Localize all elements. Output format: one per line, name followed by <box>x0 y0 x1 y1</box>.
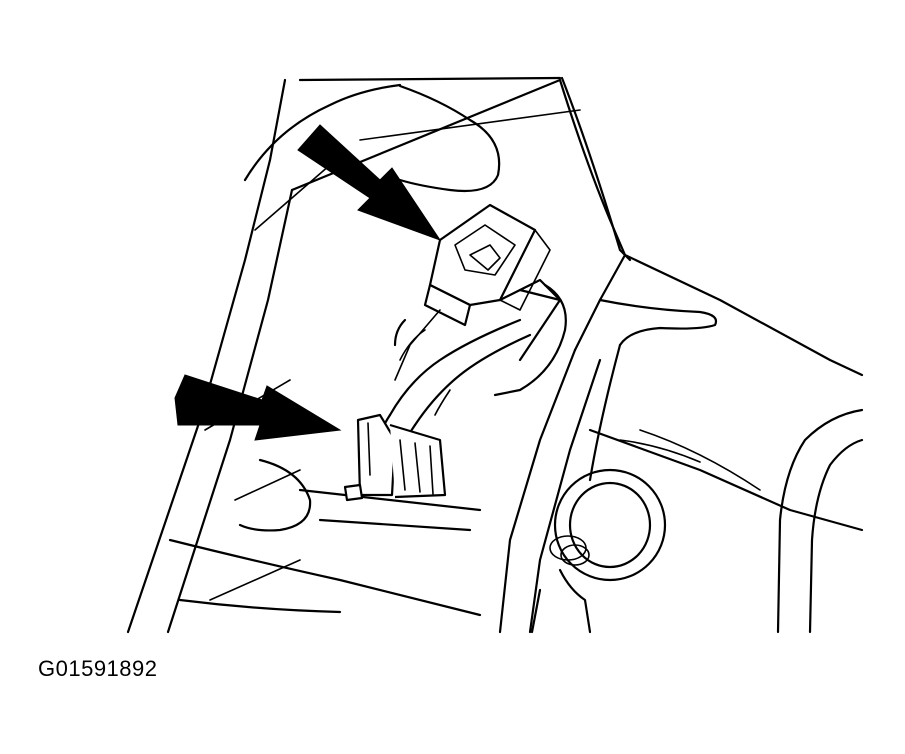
figure-id-label: G01591892 <box>38 656 158 681</box>
dash-trim <box>398 78 864 634</box>
lower-panel <box>168 458 482 617</box>
ignition-lock <box>530 468 667 634</box>
connector-upper <box>394 203 567 397</box>
upper-arrow <box>297 124 442 241</box>
connector-lower <box>343 413 447 502</box>
lower-arrow <box>174 374 342 441</box>
